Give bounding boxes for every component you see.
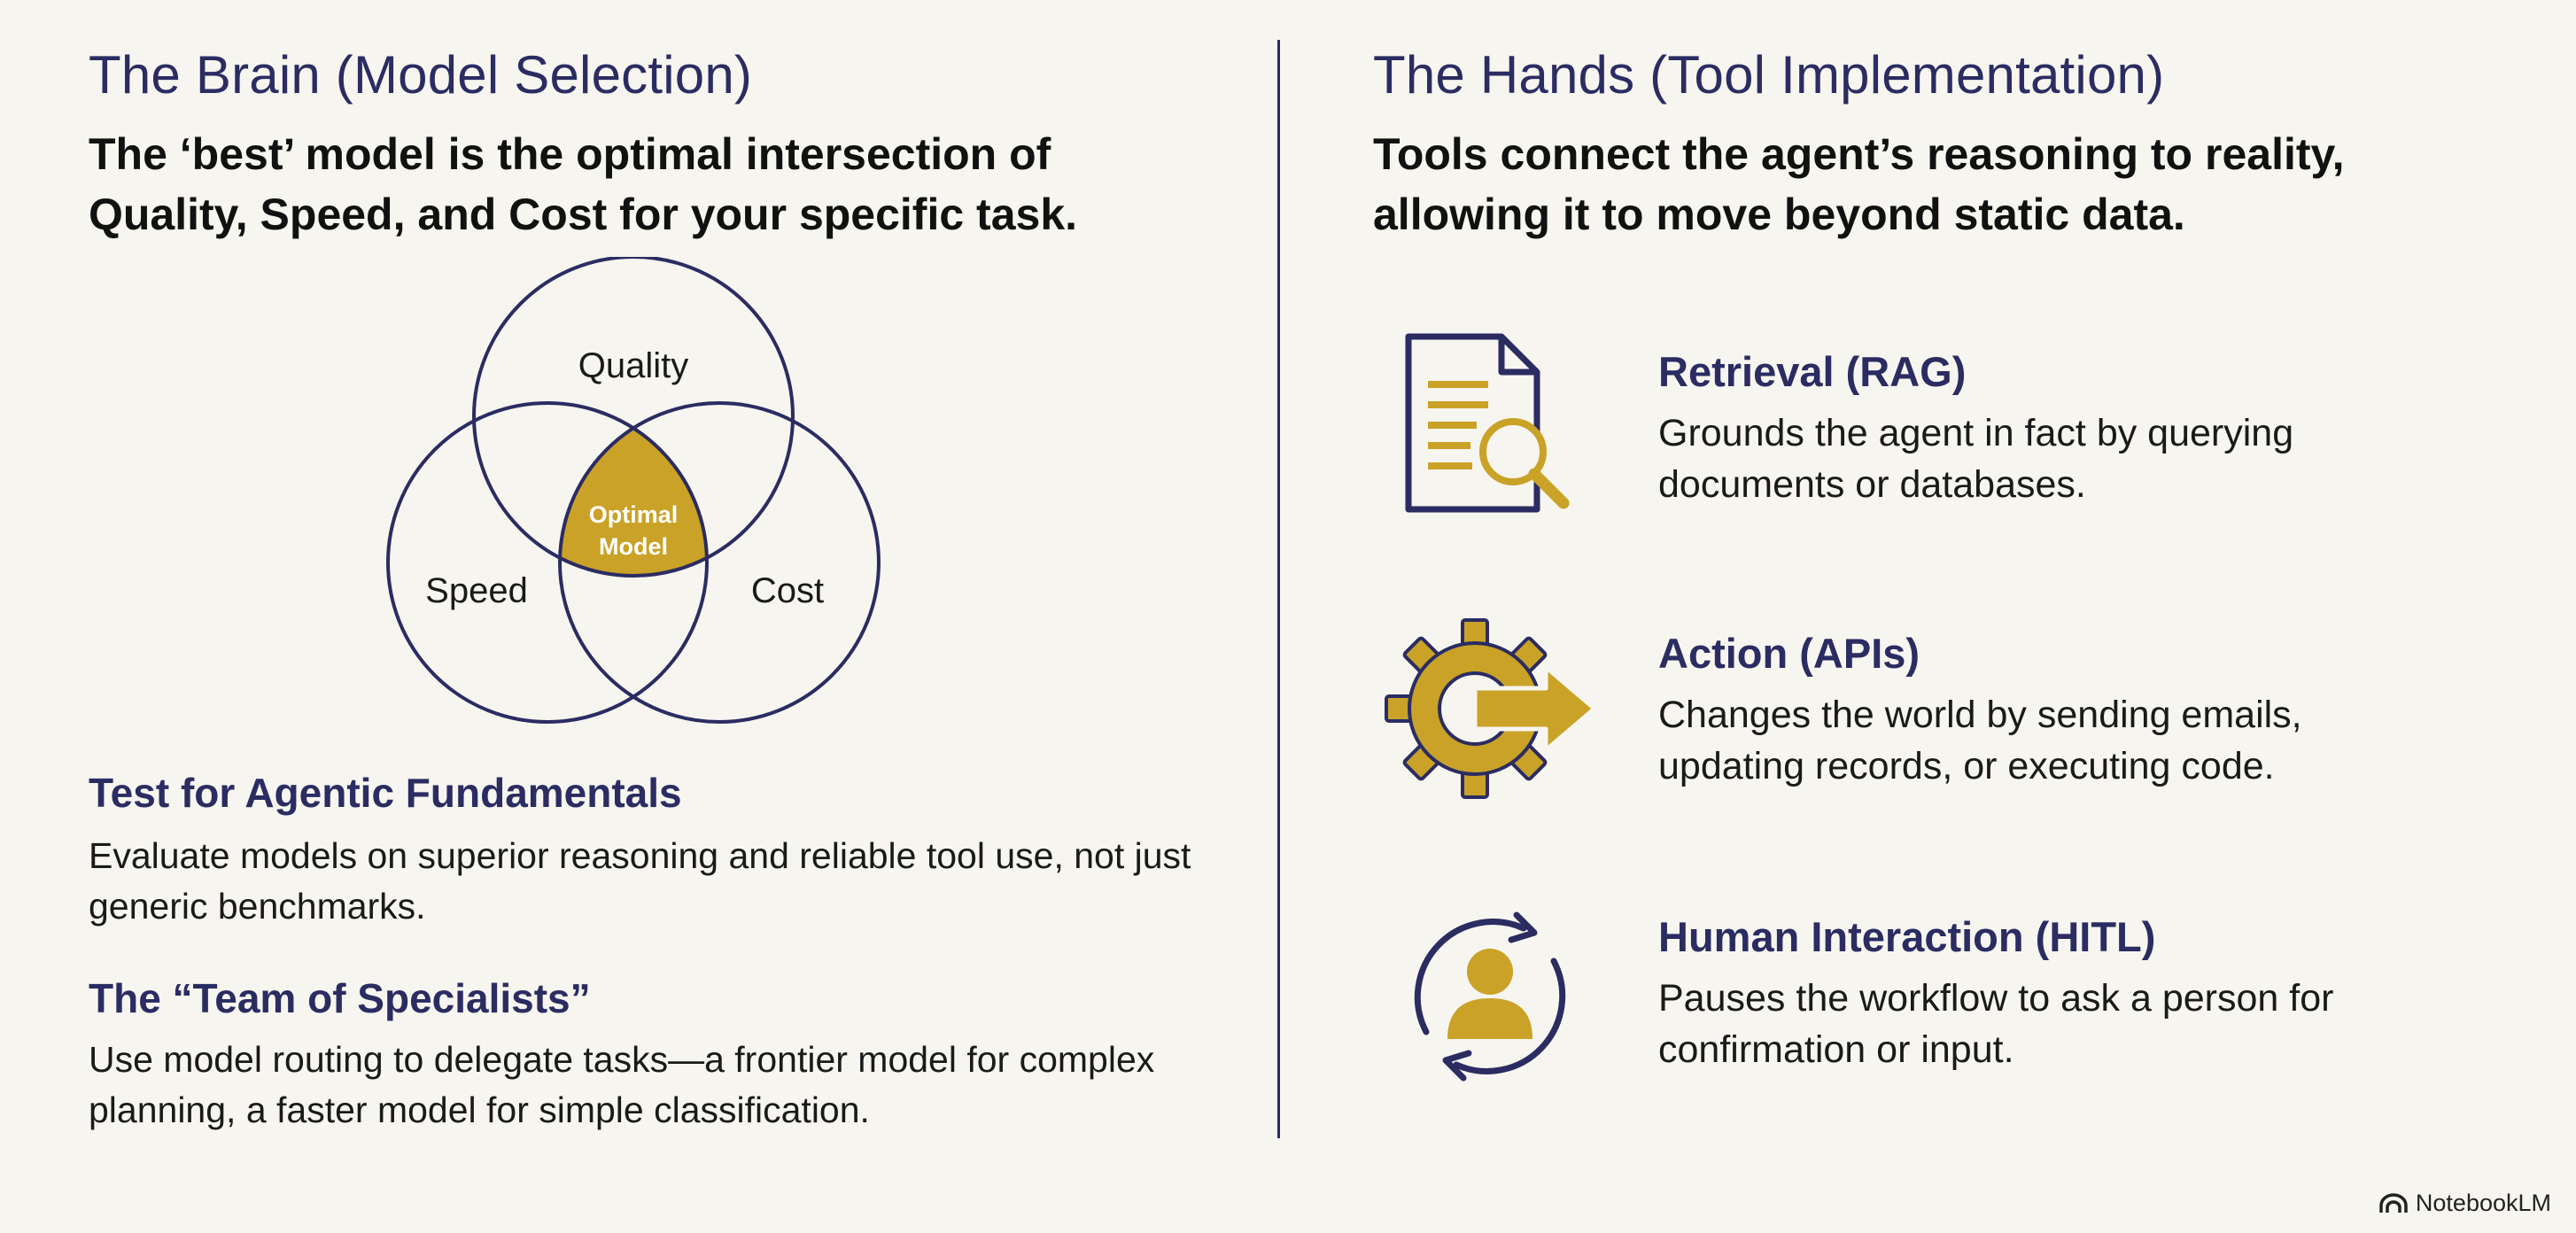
tool-title-action: Action (APIs) xyxy=(1658,630,1920,677)
tool-desc-retrieval: Grounds the agent in fact by querying do… xyxy=(1658,412,2294,506)
venn-label-speed: Speed xyxy=(425,571,528,610)
venn-intersection xyxy=(560,403,707,576)
column-divider xyxy=(1277,40,1280,1138)
venn-circle-cost xyxy=(558,401,881,724)
tool-title-retrieval: Retrieval (RAG) xyxy=(1658,348,1967,395)
tool-title-human-interaction: Human Interaction (HITL) xyxy=(1658,913,2156,960)
brand-name: NotebookLM xyxy=(2415,1190,2551,1216)
section-title-agentic-fundamentals: Test for Agentic Fundamentals xyxy=(89,770,682,816)
section-body-team-of-specialists: Use model routing to delegate tasks—a fr… xyxy=(89,1039,1155,1130)
notebooklm-logo-icon xyxy=(2379,1192,2408,1213)
person-cycle-icon xyxy=(1414,911,1566,1082)
venn-center-label-line2: Model xyxy=(599,533,668,560)
venn-diagram: Quality Speed Cost Optimal Model xyxy=(386,257,881,724)
section-body-agentic-fundamentals: Evaluate models on superior reasoning an… xyxy=(89,835,1191,927)
venn-circle-quality xyxy=(472,257,795,578)
venn-label-quality: Quality xyxy=(578,346,689,385)
left-heading: The Brain (Model Selection) xyxy=(89,45,753,105)
venn-center-label-line1: Optimal xyxy=(589,501,679,528)
left-lead: The ‘best’ model is the optimal intersec… xyxy=(89,129,1078,239)
section-title-team-of-specialists: The “Team of Specialists” xyxy=(89,975,591,1021)
venn-label-cost: Cost xyxy=(751,571,824,610)
tool-desc-action: Changes the world by sending emails, upd… xyxy=(1658,694,2302,787)
right-heading: The Hands (Tool Implementation) xyxy=(1373,45,2165,105)
notebooklm-watermark: NotebookLM xyxy=(2378,1190,2551,1217)
gear-arrow-icon xyxy=(1385,618,1597,799)
right-lead: Tools connect the agent’s reasoning to r… xyxy=(1373,129,2345,239)
document-search-icon xyxy=(1405,333,1570,513)
tool-desc-human-interaction: Pauses the workflow to ask a person for … xyxy=(1658,977,2334,1071)
venn-circle-speed xyxy=(386,401,709,724)
